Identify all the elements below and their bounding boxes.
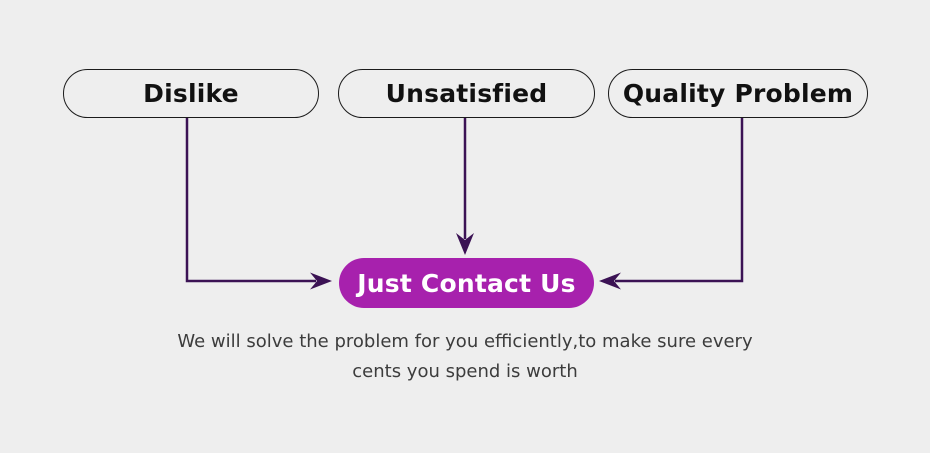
source-pill-dislike-label: Dislike xyxy=(143,79,239,108)
arrow-left-icon xyxy=(599,272,621,290)
arrow-right-icon xyxy=(310,272,332,290)
arrow-dislike-to-contact xyxy=(185,118,332,290)
source-pill-unsatisfied-label: Unsatisfied xyxy=(385,79,548,108)
caption: We will solve the problem for you effici… xyxy=(0,327,930,387)
arrow-quality-to-contact xyxy=(599,118,744,290)
source-pill-quality-problem: Quality Problem xyxy=(608,69,868,118)
arrow-unsatisfied-to-contact xyxy=(456,118,474,255)
caption-line-2: cents you spend is worth xyxy=(352,361,578,382)
source-pill-quality-problem-label: Quality Problem xyxy=(622,79,854,108)
contact-us-pill: Just Contact Us xyxy=(339,258,594,308)
caption-line-1: We will solve the problem for you effici… xyxy=(177,331,753,352)
source-pill-unsatisfied: Unsatisfied xyxy=(338,69,595,118)
arrow-down-icon xyxy=(456,233,474,255)
contact-us-pill-label: Just Contact Us xyxy=(357,268,576,298)
source-pill-dislike: Dislike xyxy=(63,69,319,118)
